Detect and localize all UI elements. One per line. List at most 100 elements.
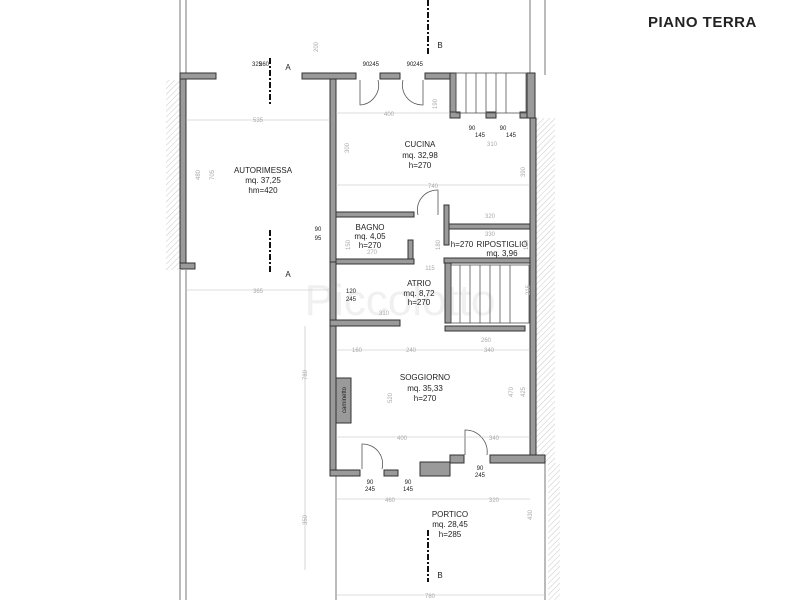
svg-text:150: 150: [346, 239, 352, 250]
svg-text:320: 320: [485, 214, 496, 220]
room-ripostiglio: h=270 RIPOSTIGLIO mq. 3,96: [451, 240, 528, 258]
svg-text:365: 365: [253, 289, 264, 295]
svg-text:460: 460: [385, 498, 396, 504]
svg-text:120: 120: [346, 289, 357, 295]
staircase-atrio: [450, 264, 530, 324]
ground-hatch-right: [535, 118, 555, 463]
svg-text:90: 90: [405, 480, 412, 486]
room-cucina: CUCINA mq. 32,98 h=270: [402, 140, 438, 170]
room-portico: PORTICO mq. 28,45 h=285: [432, 510, 468, 539]
svg-text:160: 160: [352, 348, 363, 354]
svg-text:325: 325: [252, 62, 263, 68]
svg-text:mq. 35,33: mq. 35,33: [407, 384, 443, 393]
svg-text:115: 115: [425, 266, 435, 272]
svg-text:mq. 3,96: mq. 3,96: [486, 249, 518, 258]
svg-text:350: 350: [303, 514, 309, 525]
svg-text:245: 245: [413, 62, 424, 68]
ground-hatch-left: [166, 80, 180, 270]
dimension-lines: [186, 112, 545, 596]
svg-text:SOGGIORNO: SOGGIORNO: [400, 373, 450, 382]
svg-text:145: 145: [475, 133, 486, 139]
svg-text:300: 300: [345, 142, 351, 153]
svg-text:245: 245: [369, 62, 380, 68]
walls: [179, 72, 546, 477]
svg-text:h=270: h=270: [414, 394, 437, 403]
section-mark-b1: B: [437, 41, 442, 50]
svg-text:90: 90: [469, 126, 476, 132]
svg-text:270: 270: [367, 250, 378, 256]
svg-text:mq. 32,98: mq. 32,98: [402, 151, 438, 160]
svg-text:400: 400: [384, 112, 395, 118]
svg-text:390: 390: [521, 166, 527, 177]
svg-text:190: 190: [433, 98, 439, 109]
svg-text:215: 215: [526, 284, 532, 295]
svg-text:310: 310: [379, 311, 390, 317]
svg-text:245: 245: [346, 297, 357, 303]
svg-text:90: 90: [500, 126, 507, 132]
svg-text:330: 330: [485, 232, 496, 238]
svg-text:mq. 28,45: mq. 28,45: [432, 520, 468, 529]
svg-text:90: 90: [367, 480, 374, 486]
svg-text:245: 245: [365, 487, 376, 493]
svg-text:520: 520: [388, 392, 394, 403]
dimension-labels: 535 480 705 400 190 310 300 390 740 320 …: [196, 41, 534, 600]
svg-text:740: 740: [428, 184, 439, 190]
svg-text:470: 470: [509, 386, 515, 397]
svg-text:h=270: h=270: [408, 298, 431, 307]
section-mark-a1: A: [285, 63, 291, 72]
door-swings: [359, 79, 488, 470]
svg-text:h=285: h=285: [439, 530, 462, 539]
svg-text:425: 425: [521, 386, 527, 397]
svg-text:320: 320: [489, 498, 500, 504]
svg-text:340: 340: [489, 436, 500, 442]
svg-text:780: 780: [303, 369, 309, 380]
svg-text:480: 480: [196, 169, 202, 180]
svg-text:h=270: h=270: [409, 161, 432, 170]
svg-text:705: 705: [210, 169, 216, 180]
svg-text:245: 245: [475, 473, 486, 479]
svg-text:145: 145: [506, 133, 517, 139]
svg-text:180: 180: [436, 239, 442, 250]
svg-text:310: 310: [487, 142, 498, 148]
svg-text:h=270: h=270: [359, 241, 382, 250]
svg-text:340: 340: [484, 348, 495, 354]
svg-text:145: 145: [403, 487, 414, 493]
svg-text:90: 90: [477, 466, 484, 472]
plan-title: PIANO TERRA: [648, 14, 757, 31]
svg-text:535: 535: [253, 118, 264, 124]
site-lines: [179, 0, 546, 600]
room-soggiorno: SOGGIORNO mq. 35,33 h=270: [400, 373, 450, 403]
svg-text:90: 90: [407, 62, 414, 68]
ground-hatch-portico: [548, 463, 560, 600]
svg-text:200: 200: [314, 41, 320, 52]
room-bagno: BAGNO mq. 4,05 h=270: [354, 223, 386, 250]
fireplace: [335, 377, 352, 424]
svg-text:240: 240: [406, 348, 417, 354]
svg-text:AUTORIMESSA: AUTORIMESSA: [234, 166, 293, 175]
svg-text:95: 95: [315, 236, 322, 242]
room-atrio: ATRIO mq. 8,72 h=270: [403, 279, 435, 307]
svg-text:mq. 4,05: mq. 4,05: [354, 232, 386, 241]
svg-text:BAGNO: BAGNO: [356, 223, 385, 232]
svg-text:mq. 8,72: mq. 8,72: [403, 289, 435, 298]
svg-text:RIPOSTIGLIO: RIPOSTIGLIO: [476, 240, 527, 249]
staircase-top: [455, 72, 527, 114]
svg-text:PORTICO: PORTICO: [432, 510, 468, 519]
section-lines: [269, 0, 429, 582]
svg-text:CUCINA: CUCINA: [405, 140, 436, 149]
svg-text:260: 260: [259, 62, 270, 68]
section-mark-a2: A: [285, 270, 291, 279]
svg-text:h=270: h=270: [451, 240, 474, 249]
svg-text:400: 400: [397, 436, 408, 442]
svg-text:90: 90: [315, 227, 322, 233]
svg-text:260: 260: [481, 338, 492, 344]
svg-text:780: 780: [425, 594, 436, 600]
svg-text:ATRIO: ATRIO: [407, 279, 431, 288]
svg-text:430: 430: [528, 509, 534, 520]
section-mark-b2: B: [437, 571, 442, 580]
svg-text:90: 90: [363, 62, 370, 68]
svg-text:hm=420: hm=420: [248, 186, 278, 195]
room-autorimessa: AUTORIMESSA mq. 37,25 hm=420: [234, 166, 293, 195]
